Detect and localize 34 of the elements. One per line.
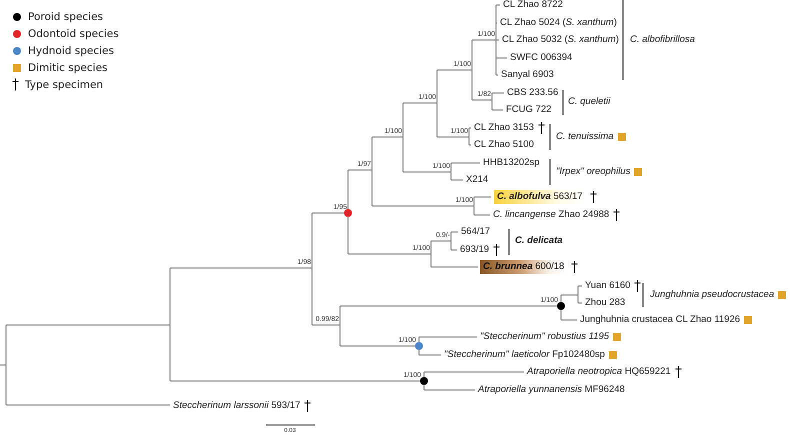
taxon-label: 564/17 xyxy=(461,226,490,238)
taxon-label: Yuan 6160 xyxy=(585,280,630,292)
legend-label: Odontoid species xyxy=(28,28,119,40)
taxon-label: 693/19 xyxy=(460,244,490,256)
taxon-label: CL Zhao 5024 (S. xanthum) xyxy=(500,17,617,29)
clade-label: C. delicata xyxy=(515,235,563,247)
taxon-label: FCUG 722 xyxy=(506,104,552,116)
legend-label: Hydnoid species xyxy=(28,44,114,56)
taxon-label: Steccherinum larssonii 593/17 xyxy=(173,400,300,412)
taxon-label: CL Zhao 3153 xyxy=(474,122,534,134)
taxon-label: CL Zhao 5100 xyxy=(474,139,534,151)
clade-label: C. albofibrillosa xyxy=(630,34,695,46)
taxon-label: CL Zhao 8722 xyxy=(503,0,563,11)
clade-label: C. queletii xyxy=(568,96,610,108)
highlighted-taxon-label: C. brunnea 600/18 xyxy=(480,260,568,274)
legend-label: Type specimen xyxy=(25,78,104,90)
taxon-label: Zhou 283 xyxy=(585,297,626,309)
taxon-label: HHB13202sp xyxy=(483,157,540,169)
taxon-label: C. lincangense Zhao 24988 xyxy=(493,209,610,221)
taxon-label: Atraporiella yunnanensis MF96248 xyxy=(478,384,625,396)
taxon-label: X214 xyxy=(466,174,488,186)
clade-label: "Irpex" oreophilus xyxy=(556,166,630,178)
taxon-label: CBS 233.56 xyxy=(507,87,558,99)
legend-label: Dimitic species xyxy=(28,62,108,74)
clade-label: C. tenuissima xyxy=(556,131,614,143)
taxon-label: Atraporiella neotropica HQ659221 xyxy=(527,366,671,378)
taxon-label: "Steccherinum" robustius 1195 xyxy=(480,331,610,343)
clade-label: Junghuhnia pseudocrustacea xyxy=(650,289,774,301)
legend-label: Poroid species xyxy=(28,10,104,22)
taxon-label: Sanyal 6903 xyxy=(501,69,554,81)
taxon-label: Junghuhnia crustacea CL Zhao 11926 xyxy=(580,314,740,326)
taxon-label: "Steccherinum" laeticolor Fp102480sp xyxy=(444,349,605,361)
taxon-label: CL Zhao 5032 (S. xanthum) xyxy=(502,34,619,46)
taxon-label: SWFC 006394 xyxy=(510,52,572,64)
